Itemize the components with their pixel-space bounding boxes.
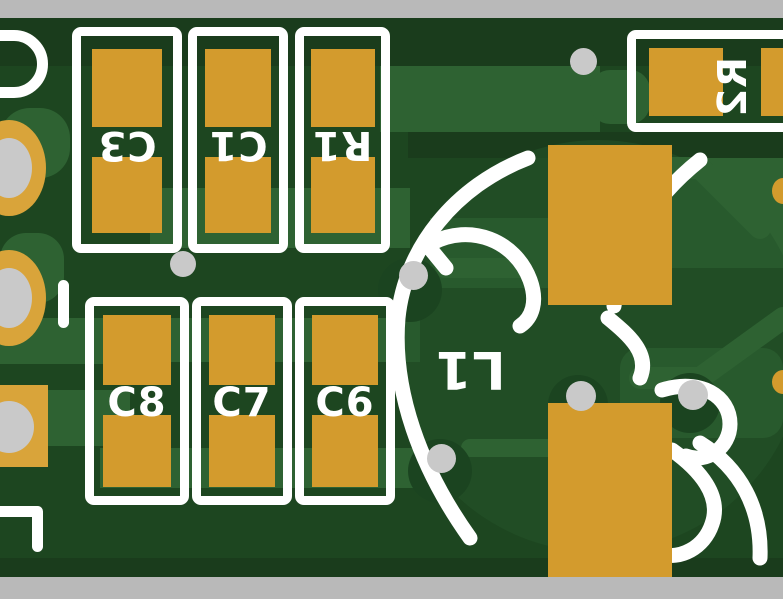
- background-band-top: [0, 0, 783, 18]
- R1-silkscreen-outline: [295, 27, 390, 253]
- via-top-center: [570, 48, 597, 75]
- inductor-pad-lower: [548, 403, 672, 577]
- drill-hole: [0, 268, 32, 328]
- copper-pour-upper-band: [380, 64, 600, 132]
- R2-silkscreen-outline: [627, 30, 783, 132]
- connector-silkscreen-outline: [0, 30, 48, 98]
- C6-pad-2: [312, 415, 378, 487]
- via-courtyard-left-lower: [427, 444, 456, 473]
- R2-refdes-label: R2: [710, 57, 756, 118]
- C8-refdes-label: C8: [107, 380, 167, 426]
- via-courtyard-left-upper: [399, 261, 428, 290]
- component-C6[interactable]: C6: [295, 297, 395, 505]
- pcb-board: C3 C1 R1 C8 C7: [0, 18, 783, 577]
- C1-pad-1: [205, 49, 271, 127]
- pin1-tick-silkscreen: [58, 280, 69, 328]
- L1-refdes-label: L1: [434, 339, 506, 399]
- component-R2[interactable]: R2: [627, 30, 783, 132]
- R2-pad-2: [761, 48, 783, 116]
- via-under-c3: [170, 251, 196, 277]
- C8-pad-2: [103, 415, 171, 487]
- drill-hole: [0, 401, 34, 453]
- C6-silkscreen-outline: [295, 297, 395, 505]
- R1-refdes-label: R1: [311, 122, 373, 168]
- component-R1[interactable]: R1: [295, 27, 390, 253]
- R1-pad-2: [311, 157, 375, 233]
- C7-silkscreen-outline: [192, 297, 292, 505]
- polarity-tick-silkscreen-stem: [32, 506, 43, 552]
- via-inductor-right: [678, 380, 708, 410]
- drill-hole: [0, 138, 32, 198]
- C8-silkscreen-outline: [85, 297, 189, 505]
- component-C7[interactable]: C7: [192, 297, 292, 505]
- background-band-bottom: [0, 577, 783, 599]
- C7-pad-1: [209, 315, 275, 385]
- via-inductor-mid: [566, 381, 596, 411]
- edge-copper-right-lower: [772, 370, 783, 394]
- R1-pad-1: [311, 49, 375, 127]
- edge-copper-right: [772, 178, 783, 204]
- C1-refdes-label: C1: [208, 122, 268, 168]
- inductor-pad-upper: [548, 145, 672, 305]
- through-hole-pad-1-square: [0, 385, 48, 467]
- C7-pad-2: [209, 415, 275, 487]
- C3-refdes-label: C3: [97, 122, 157, 168]
- C6-pad-1: [312, 315, 378, 385]
- polarity-tick-silkscreen-bar: [0, 506, 42, 517]
- C8-pad-1: [103, 315, 171, 385]
- component-C1[interactable]: C1: [188, 27, 288, 253]
- C3-pad-2: [92, 157, 162, 233]
- R2-pad-1: [649, 48, 723, 116]
- C3-pad-1: [92, 49, 162, 127]
- component-C8[interactable]: C8: [85, 297, 189, 505]
- copper-pour-upper-band-b: [590, 70, 650, 124]
- component-C3[interactable]: C3: [72, 27, 182, 253]
- C7-refdes-label: C7: [212, 380, 272, 426]
- C6-refdes-label: C6: [315, 380, 375, 426]
- C3-silkscreen-outline: [72, 27, 182, 253]
- C1-silkscreen-outline: [188, 27, 288, 253]
- C1-pad-2: [205, 157, 271, 233]
